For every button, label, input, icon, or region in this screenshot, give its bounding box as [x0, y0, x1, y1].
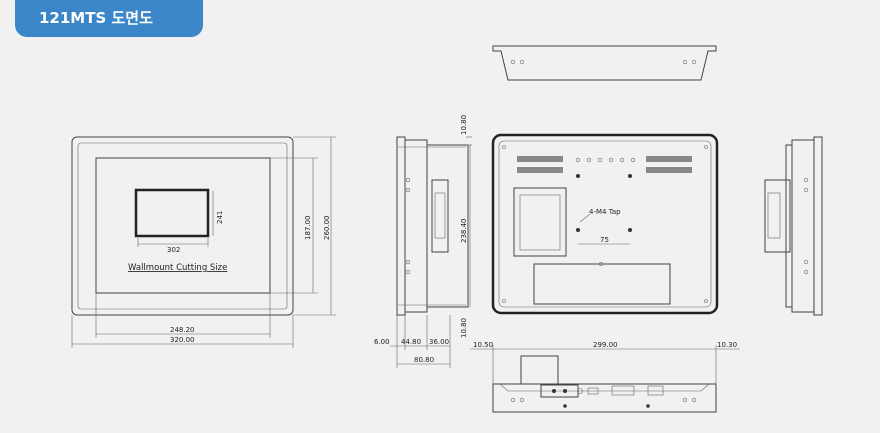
- side-height-label: 238.40: [460, 219, 468, 244]
- cutout-width-label: 302: [167, 246, 180, 254]
- bottom-right-offset-label: 10.30: [717, 341, 737, 349]
- inner-width-label: 248.20: [170, 326, 195, 334]
- depth-c-label: 36.00: [429, 338, 449, 346]
- outer-width-label: 320.00: [170, 336, 195, 344]
- bottom-left-offset-label: 10.50: [473, 341, 493, 349]
- tap-label: 4-M4 Tap: [589, 208, 621, 216]
- wallmount-caption: Wallmount Cutting Size: [128, 263, 227, 273]
- bottom-width-label: 299.00: [593, 341, 618, 349]
- side-top-offset-label: 10.80: [460, 115, 468, 135]
- side-view: 10.80 238.40 10.80 6.00 44.80 36.00 80.8…: [374, 115, 472, 368]
- depth-a-label: 6.00: [374, 338, 390, 346]
- front-display-area: [95, 157, 271, 294]
- front-inner-frame: [77, 142, 288, 310]
- top-bracket-view: [492, 45, 717, 81]
- right-side-view: [764, 136, 823, 316]
- cutout-rect: [134, 188, 210, 238]
- tap-spacing-label: 75: [600, 236, 609, 244]
- depth-total-label: 80.80: [414, 356, 434, 364]
- depth-b-label: 44.80: [401, 338, 421, 346]
- page-title: 121MTS 도면도: [15, 0, 203, 37]
- bottom-view: 10.50 299.00 10.30: [470, 341, 740, 413]
- rear-view: 4-M4 Tap 75: [491, 133, 719, 315]
- bezel-height-label: 187.00: [304, 216, 312, 241]
- cutout-height-label: 241: [216, 211, 224, 224]
- side-bottom-offset-label: 10.80: [460, 318, 468, 338]
- outer-height-label: 260.00: [323, 216, 331, 241]
- front-view: 302 241 Wallmount Cutting Size 187.00 26…: [71, 136, 336, 348]
- front-outer-frame: [71, 136, 294, 316]
